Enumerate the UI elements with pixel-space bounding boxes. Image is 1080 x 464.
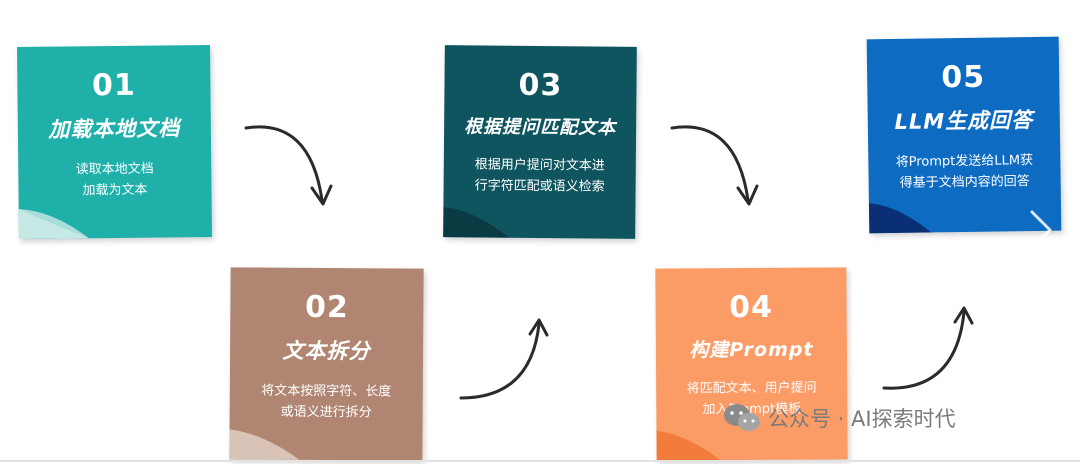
step-02-desc-line-2: 或语义进行拆分 [280, 404, 372, 421]
arrow-04-to-05 [882, 306, 974, 390]
watermark: 公众号 · AI探索时代 [722, 402, 956, 434]
step-01-description: 读取本地文档 加载为文本 [45, 158, 184, 201]
step-02-page-curl [229, 429, 300, 460]
step-03-page-curl [443, 207, 510, 238]
step-03-desc-line-2: 行字符匹配或语义检索 [474, 178, 605, 195]
step-04-number: 04 [729, 289, 774, 326]
bottom-divider [0, 460, 1080, 462]
step-01-desc-line-2: 加载为文本 [82, 182, 148, 199]
chevron-right-icon[interactable] [1026, 208, 1056, 252]
step-05-desc-line-2: 得基于文档内容的回答 [899, 174, 1030, 191]
step-04-desc-line-1: 将匹配文本、用户提问 [686, 380, 817, 397]
step-02-title: 文本拆分 [282, 338, 371, 364]
step-03-number: 03 [518, 67, 563, 104]
step-03-title: 根据提问匹配文本 [464, 116, 617, 139]
arrow-03-to-04 [670, 125, 759, 206]
step-05-page-curl [868, 203, 932, 234]
step-02-description: 将文本按照字符、长度 或语义进行拆分 [249, 380, 404, 423]
step-02-number: 02 [304, 289, 349, 326]
step-01-title: 加载本地文档 [48, 116, 181, 142]
step-04-title: 构建Prompt [689, 338, 814, 362]
watermark-text: 公众号 · AI探索时代 [768, 407, 956, 431]
step-05-desc-line-1: 将Prompt发送给LLM获 [895, 153, 1034, 170]
step-05-number: 05 [941, 59, 986, 96]
step-03-desc-line-1: 根据用户提问对文本进 [474, 157, 605, 174]
step-05-card: 05 LLM生成回答 将Prompt发送给LLM获 得基于文档内容的回答 [866, 36, 1062, 234]
step-05-title: LLM生成回答 [894, 108, 1034, 134]
step-01-number: 01 [91, 67, 136, 104]
step-01-page-curl [18, 209, 90, 240]
step-05-description: 将Prompt发送给LLM获 得基于文档内容的回答 [882, 150, 1048, 194]
step-04-card: 04 构建Prompt 将匹配文本、用户提问 加入Prompt模板 [655, 267, 848, 461]
step-04-page-curl [656, 430, 721, 461]
wechat-icon [724, 404, 760, 431]
step-01-desc-line-1: 读取本地文档 [75, 161, 154, 178]
step-03-description: 根据用户提问对文本进 行字符匹配或语义检索 [459, 154, 621, 197]
step-02-desc-line-1: 将文本按照字符、长度 [261, 383, 392, 400]
arrow-01-to-02 [244, 125, 333, 206]
arrow-02-to-03 [459, 318, 549, 400]
step-02-card: 02 文本拆分 将文本按照字符、长度 或语义进行拆分 [229, 267, 424, 461]
step-01-card: 01 加载本地文档 读取本地文档 加载为文本 [17, 44, 212, 240]
step-03-card: 03 根据提问匹配文本 根据用户提问对文本进 行字符匹配或语义检索 [443, 45, 637, 239]
